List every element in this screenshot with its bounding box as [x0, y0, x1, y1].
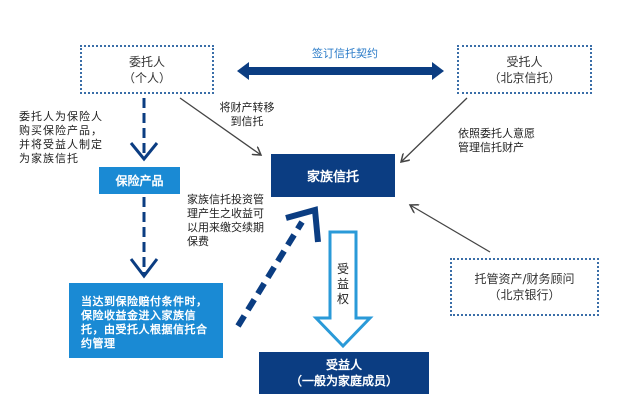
beneficial-right-arrow	[312, 230, 374, 349]
custody-arrow	[410, 205, 491, 253]
beneficial-right-char: 权	[336, 292, 349, 306]
premium-line: 家族信托投资管	[187, 193, 264, 206]
beneficiary-title: 受益人	[325, 358, 362, 372]
buy-insurance-note: 委托人为保险人 购买保险产品， 并将受益人制定 为家族信托	[19, 110, 103, 166]
trustee-node: 受托人 （北京信托）	[457, 45, 592, 94]
settlor-title: 委托人	[128, 54, 165, 69]
payout-line: 托，由受托人根据信托合	[81, 323, 208, 336]
insurance-payout-node: 当达到保险赔付条件时， 保险收益金进入家族信 托，由受托人根据信托合 约管理	[69, 283, 223, 358]
family-trust-node: 家族信托	[271, 154, 395, 197]
transfer-arrow	[179, 97, 261, 155]
payout-line: 当达到保险赔付条件时，	[81, 295, 208, 308]
beneficiary-node: 受益人 （一般为家庭成员）	[259, 352, 429, 394]
contract-label: 签订信托契约	[312, 47, 378, 60]
premium-line: 理产生之收益可	[187, 207, 264, 220]
premium-note: 家族信托投资管 理产生之收益可 以用来缴交续期 保费	[187, 193, 264, 249]
custodian-subtitle: （北京银行）	[488, 288, 561, 302]
buy-insurance-line: 委托人为保险人	[19, 110, 103, 123]
transfer-label-line: 到信托	[230, 115, 264, 128]
manage-label: 依照委托人意愿 管理信托财产	[458, 127, 535, 155]
beneficial-right-char: 益	[336, 277, 349, 291]
insurance-product-node: 保险产品	[99, 167, 180, 194]
custodian-title: 托管资产/财务顾问	[474, 272, 575, 286]
payout-line: 约管理	[81, 337, 116, 350]
buy-insurance-line: 为家族信托	[19, 152, 79, 165]
buy-insurance-arrow	[129, 98, 159, 162]
settlor-subtitle: （个人）	[122, 70, 171, 85]
manage-label-line: 依照委托人意愿	[458, 127, 535, 140]
trustee-title: 受托人	[506, 54, 543, 69]
beneficial-right-label: 受 益 权	[336, 262, 350, 307]
manage-arrow	[401, 97, 468, 162]
payout-to-trust-arrow	[235, 206, 321, 328]
premium-line: 保费	[187, 235, 209, 248]
transfer-label-line: 将财产转移	[219, 101, 275, 114]
custodian-node: 托管资产/财务顾问 （北京银行）	[450, 258, 599, 316]
manage-label-line: 管理信托财产	[458, 141, 524, 154]
beneficiary-subtitle: （一般为家庭成员）	[289, 374, 398, 388]
family-trust-title: 家族信托	[306, 170, 359, 185]
transfer-label: 将财产转移 到信托	[214, 101, 280, 129]
settlor-node: 委托人 （个人）	[80, 45, 214, 94]
premium-line: 以用来缴交续期	[187, 221, 264, 234]
payout-line: 保险收益金进入家族信	[81, 309, 196, 322]
trustee-subtitle: （北京信托）	[488, 70, 561, 85]
contract-double-arrow	[237, 62, 444, 80]
buy-insurance-line: 并将受益人制定	[19, 138, 103, 151]
buy-insurance-line: 购买保险产品，	[19, 124, 103, 137]
payout-arrow	[129, 197, 159, 279]
insurance-product-title: 保险产品	[115, 174, 164, 188]
beneficial-right-char: 受	[336, 262, 349, 276]
